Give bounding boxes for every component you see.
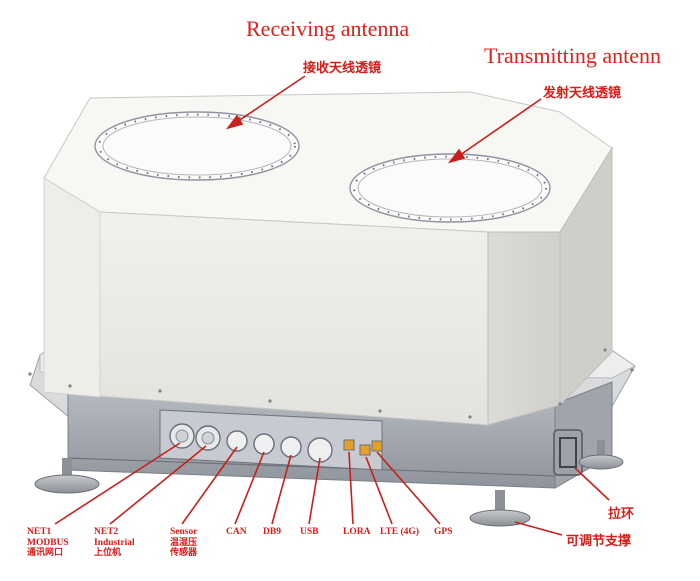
receiving-lens-label: 接收天线透镜	[303, 61, 382, 76]
adjustable-support-label: 可调节支撑	[566, 534, 632, 549]
port-label-gps: GPS	[434, 527, 452, 538]
pull-ring-label: 拉环	[608, 507, 635, 522]
port-net1-name: NET1	[27, 527, 52, 537]
port-net1-protocol: MODBUS	[27, 537, 69, 548]
port-label-lte: LTE (4G)	[380, 527, 419, 538]
port-label-lora: LORA	[343, 527, 370, 538]
port-label-db9: DB9	[263, 527, 281, 538]
port-net2-desc: 上位机	[94, 548, 122, 558]
transmitting-lens	[349, 153, 551, 223]
transmitting-antenna-title: Transmitting antenn	[484, 43, 662, 68]
port-label-can: CAN	[226, 527, 247, 538]
receiving-lens	[94, 111, 300, 181]
receiving-antenna-title: Receiving antenna	[246, 16, 410, 41]
port-sensor-desc: 传感器	[170, 548, 198, 558]
connector-panel	[159, 409, 383, 471]
port-net1-desc: 通讯网口	[27, 548, 64, 558]
port-label-usb: USB	[300, 527, 318, 538]
flange-bolts	[28, 348, 634, 419]
transmitting-lens-label: 发射天线透镜	[543, 86, 622, 101]
port-sensor-name: Sensor	[170, 527, 198, 537]
port-lora-name: LORA	[343, 527, 371, 537]
pull-ring-handle	[553, 429, 583, 476]
port-lte-name: LTE (4G)	[380, 527, 419, 537]
port-label-sensor: Sensor 温湿压 传感器	[170, 527, 197, 559]
port-label-net2: NET2 Industrial 上位机	[94, 527, 135, 559]
port-db9-name: DB9	[263, 527, 281, 537]
port-usb-name: USB	[300, 527, 319, 537]
port-gps-name: GPS	[434, 527, 453, 537]
port-net2-protocol: Industrial	[94, 537, 135, 548]
callout-arrows	[54, 75, 610, 536]
port-label-net1: NET1 MODBUS 通讯网口	[27, 527, 69, 559]
port-sensor-type: 温湿压	[170, 537, 198, 548]
port-can-name: CAN	[226, 527, 247, 537]
port-net2-name: NET2	[94, 527, 119, 537]
